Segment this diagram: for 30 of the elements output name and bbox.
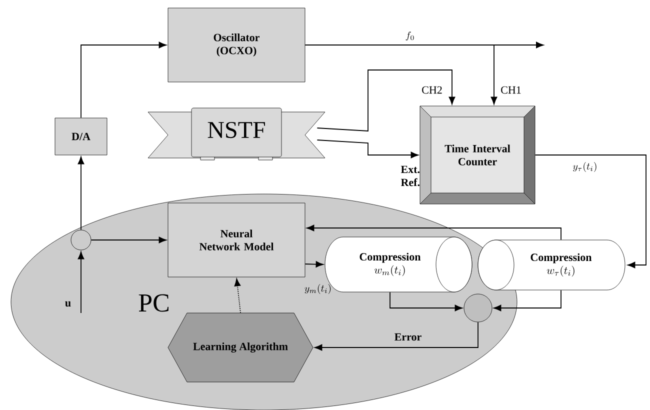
summing-circle bbox=[70, 230, 92, 250]
arrow bbox=[534, 154, 646, 268]
arrow bbox=[90, 236, 166, 244]
edge-label: CH2 bbox=[422, 86, 442, 94]
edge-label: Ext. Ref. bbox=[400, 166, 420, 186]
arrow bbox=[78, 156, 84, 230]
arrow bbox=[234, 278, 241, 314]
arrow bbox=[316, 140, 418, 158]
arrow bbox=[306, 224, 562, 240]
process-box: Oscillator (OCXO) bbox=[168, 8, 306, 82]
arrow bbox=[390, 292, 462, 312]
arrow bbox=[304, 44, 498, 104]
arrow bbox=[304, 261, 324, 268]
summing-circle bbox=[464, 294, 492, 322]
edge-label: $f_0$ bbox=[406, 31, 414, 41]
edge-label: Error bbox=[394, 333, 422, 341]
arrow bbox=[314, 322, 478, 351]
counter-box: Time Interval Counter bbox=[420, 106, 536, 204]
edge-label: u bbox=[65, 301, 71, 307]
process-box: D/A bbox=[54, 118, 108, 156]
arrow bbox=[316, 70, 456, 132]
edge-label: CH1 bbox=[501, 86, 521, 94]
hexagon: Learning Algorithm bbox=[168, 312, 314, 382]
arrow bbox=[80, 42, 166, 118]
process-box: Neural Network Model bbox=[168, 202, 306, 278]
banner: NSTF bbox=[148, 108, 326, 160]
arrow bbox=[494, 290, 562, 312]
arrow bbox=[78, 252, 84, 314]
cylinder: Compression $w_\tau(t_i)$ bbox=[478, 240, 626, 290]
edge-label: $y_\tau(t_i)$ bbox=[573, 162, 596, 172]
